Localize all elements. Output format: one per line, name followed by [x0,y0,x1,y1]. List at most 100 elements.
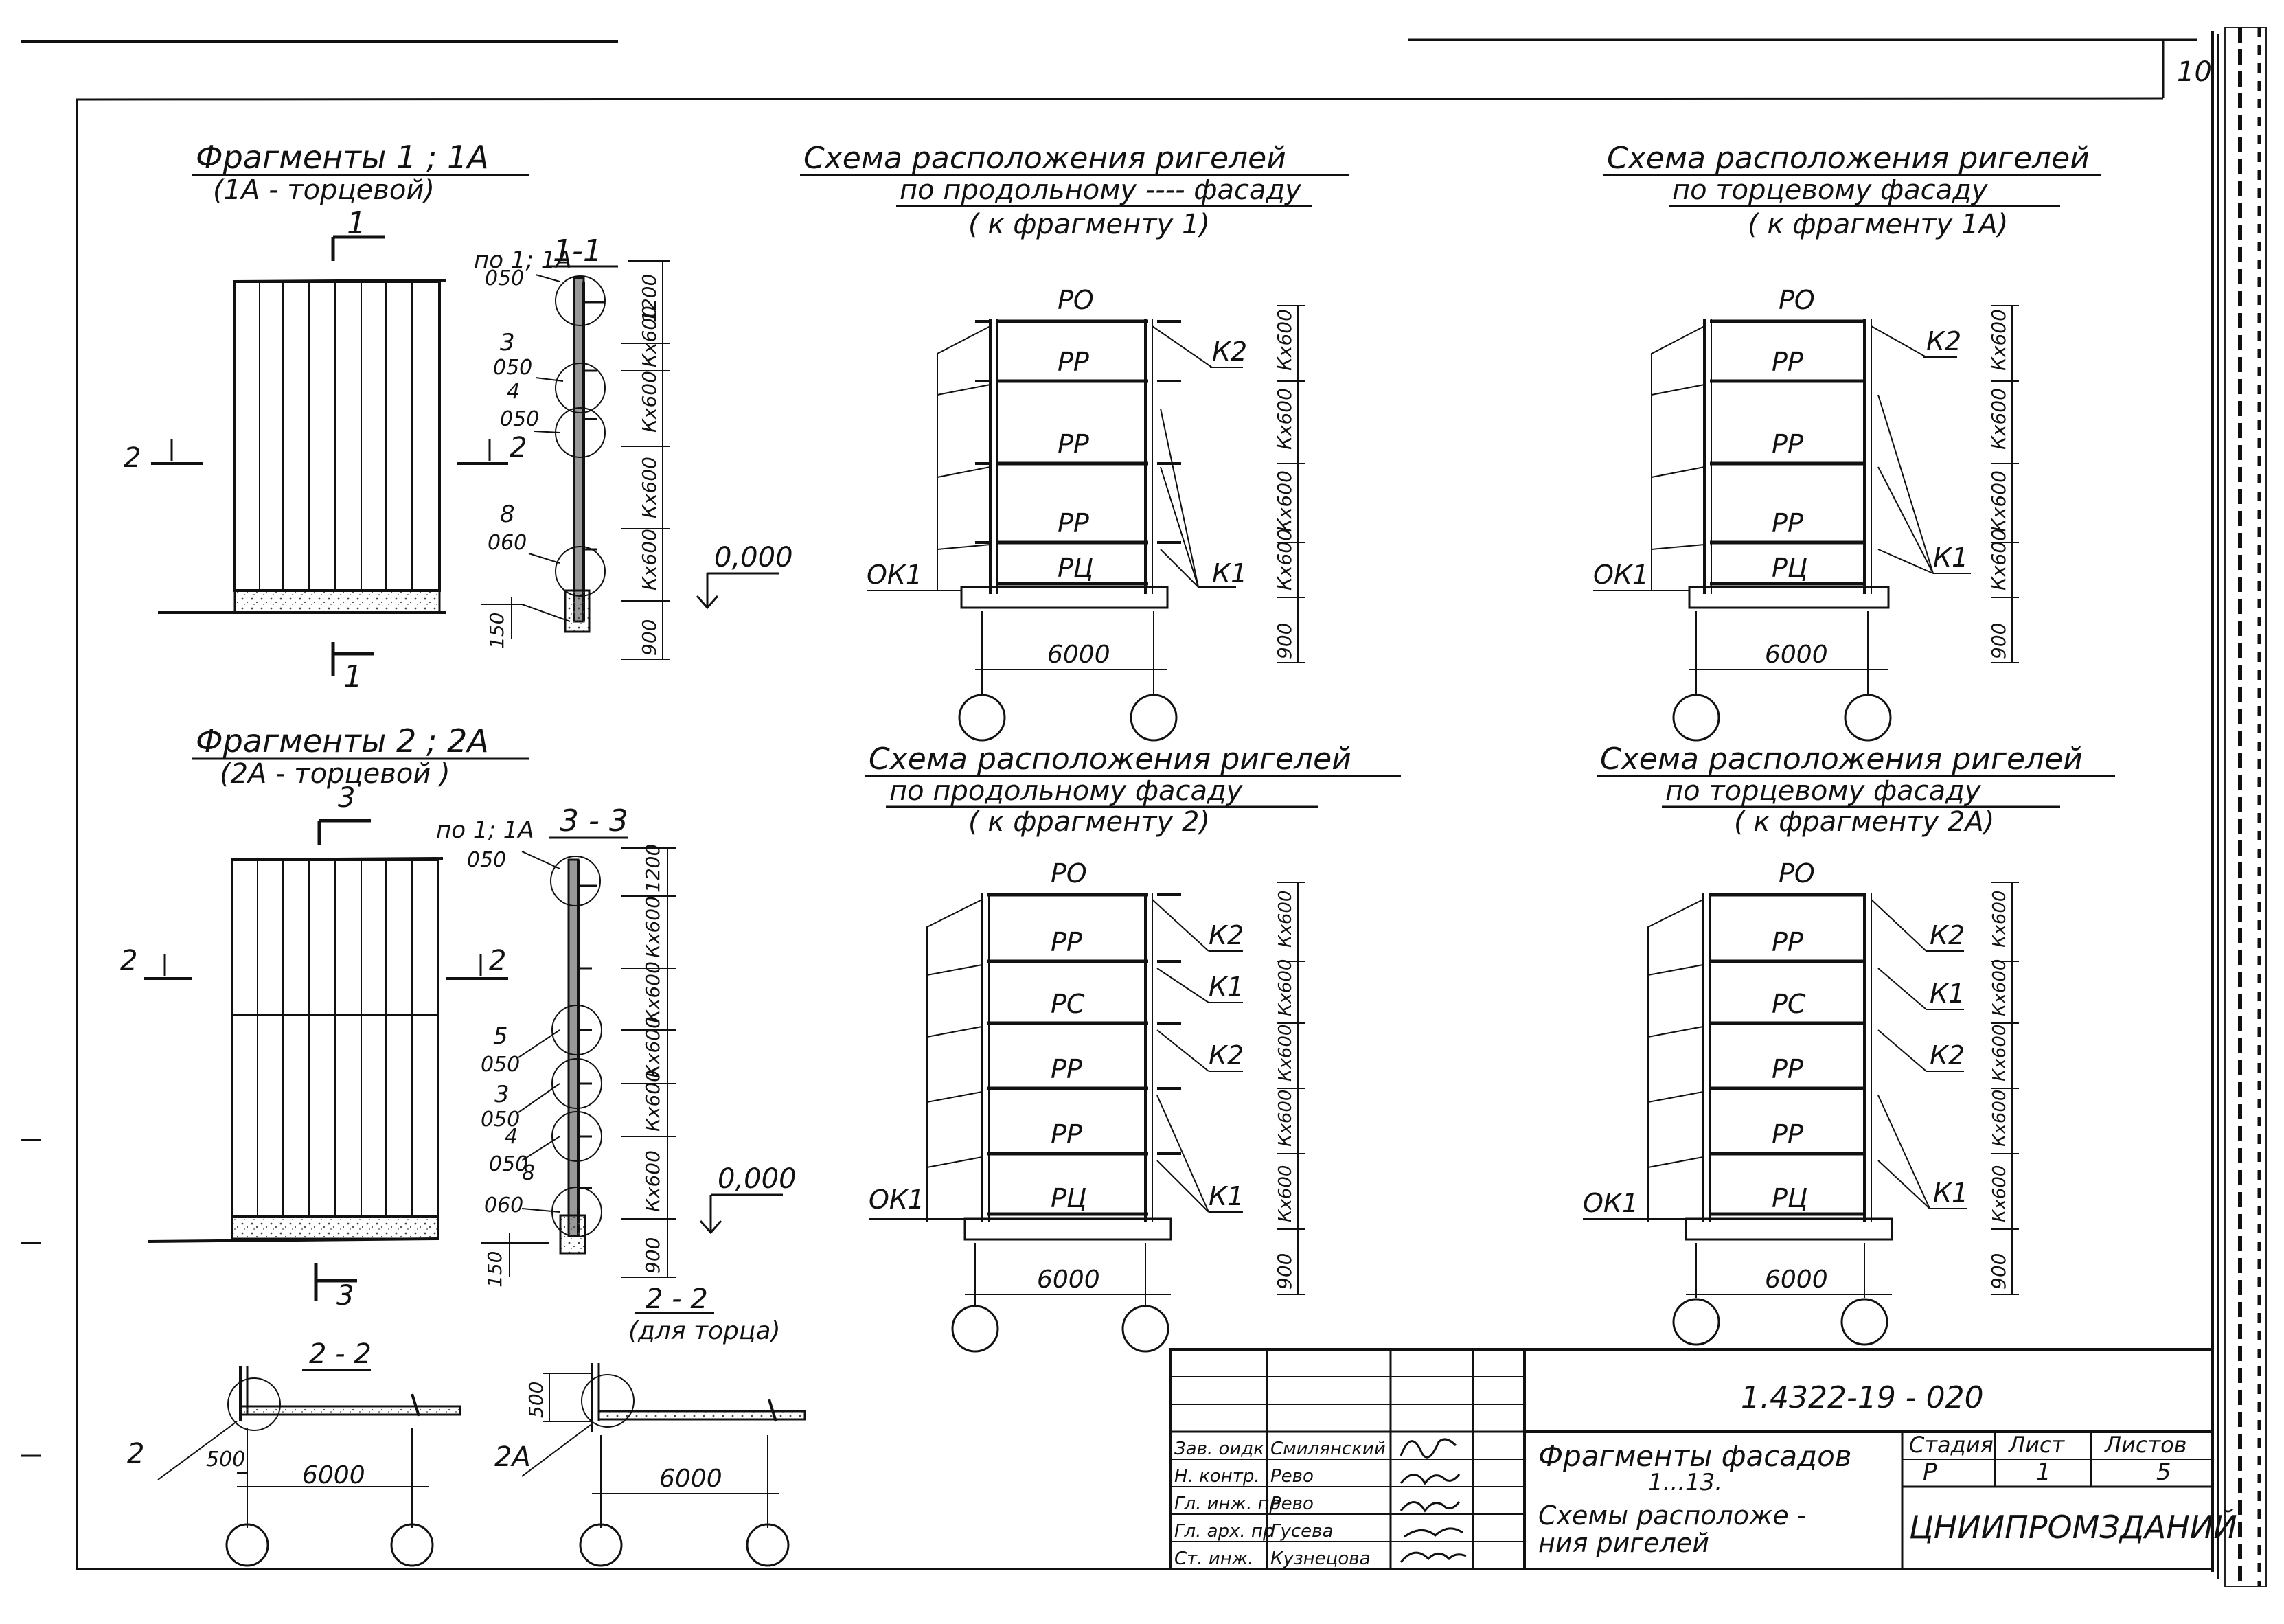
scheme2-row-3: РР [1772,508,1803,538]
scheme3-left-label: ОК1 [869,1185,924,1215]
detail1-span: 6000 [302,1461,365,1489]
scheme2-dim-1: Кх600 [1987,309,2010,371]
mark-8-label: 8 [500,501,515,528]
role-2: Н. контр. [1174,1466,1260,1487]
scheme1-row-3: РР [1058,508,1089,538]
scheme3-dim-1: Кх600 [1275,891,1296,948]
scheme4-k-2: К1 [1930,979,1965,1009]
level-0000: 0,000 [714,542,793,573]
mark-4-label: 4 [507,380,520,404]
scheme4-dim-2: Кх600 [1989,959,2010,1016]
scheme4-row-2: РС [1772,989,1806,1019]
mark-3-label-b: 3 [494,1081,510,1108]
cut-2-left-label: 2 [124,442,141,474]
dim-150-b: 150 [483,1251,506,1288]
section-1-1-title: 1-1 [553,233,602,268]
scheme2-span: 6000 [1765,641,1828,669]
level-0000-b: 0,000 [718,1163,797,1195]
scheme3-line3: ( к фрагменту 2) [968,806,1210,838]
dim-900-b: 900 [641,1237,664,1274]
sheet-label: Лист [2008,1432,2065,1458]
detail2-mark: 2А [494,1441,531,1473]
mark-8-label-b: 8 [522,1161,535,1185]
name-2: Рево [1270,1466,1314,1487]
scheme4-line2: по торцевому фасаду [1665,775,1982,807]
title-line-1: Фрагменты фасадов [1538,1439,1852,1473]
scheme1-line2: по продольному ---- фасаду [900,174,1302,206]
mark-3-code: 050 [493,356,532,380]
scheme2-title: Схема расположения ригелей [1607,141,2090,176]
scheme1-left-label: ОК1 [867,560,922,590]
dim-kx600-b1: Кх600 [641,896,664,958]
scheme3-row-5: РЦ [1051,1183,1086,1213]
scheme2-dim-base: 900 [1987,623,2010,659]
stage-label: Стадия [1909,1432,1994,1458]
role-1: Зав. оидк [1174,1439,1264,1459]
sheet-value: 1 [2036,1459,2051,1486]
cut-3-bottom-label: 3 [336,1280,354,1312]
mark-4-code: 050 [500,407,539,431]
scheme3-k-4: К1 [1209,1181,1244,1211]
scheme4-dim-5: Кх600 [1989,1165,2010,1222]
mark-3-label: 3 [500,329,515,356]
title-line-2: 1...13. [1648,1469,1722,1496]
scheme2-k-1: К2 [1926,326,1961,356]
scheme4-k-3: К2 [1930,1040,1965,1071]
detail-2-2: 2 - 2 2 500 6000 [127,1338,461,1567]
cut-1-bottom-label: 1 [343,659,363,694]
scheme3-line2: по продольному фасаду [889,775,1244,807]
scheme3-dim-5: Кх600 [1275,1165,1296,1222]
scheme-longitudinal-fragment-2: Схема расположения ригелей по продольном… [865,742,1401,1353]
scheme1-title: Схема расположения ригелей [803,141,1286,176]
sheets-value: 5 [2156,1459,2171,1486]
detail2-dim-small: 500 [525,1382,547,1418]
dim-1200-b: 1200 [641,844,664,893]
signature-1 [1400,1438,1457,1459]
signature-5 [1400,1551,1467,1563]
scheme3-title: Схема расположения ригелей [869,742,1351,777]
dim-kx600-2: Кх600 [638,371,661,433]
signature-3 [1400,1501,1461,1513]
scheme2-line2: по торцевому фасаду [1672,174,1989,206]
mark-4-code-b: 050 [489,1152,528,1176]
scheme1-span: 6000 [1047,641,1110,669]
scheme1-top-label: РО [1058,285,1094,315]
scheme3-k-1: К2 [1209,920,1244,950]
scheme1-k-2: К1 [1212,558,1247,588]
detail2-subtitle: (для торца) [628,1317,781,1345]
scheme4-title: Схема расположения ригелей [1600,742,2083,777]
scheme4-row-1: РР [1772,927,1803,957]
dim-kx600-b4: Кх600 [641,1070,664,1132]
scheme2-row-1: РР [1772,347,1803,377]
name-1: Смилянский [1270,1439,1386,1459]
scheme4-dim-3: Кх600 [1989,1025,2010,1082]
scheme3-dim-2: Кх600 [1275,959,1296,1016]
scheme2-row-2: РР [1772,429,1803,459]
scheme4-dim-base: 900 [1987,1253,2010,1290]
role-5: Ст. инж. [1174,1548,1253,1569]
scheme4-row-3: РР [1772,1054,1803,1084]
dim-kx600-1: Кх600 [638,306,661,367]
name-4: Гусева [1270,1521,1333,1542]
mark-4-label-b: 4 [505,1125,518,1149]
document-code: 1.4322-19 - 020 [1741,1380,1984,1415]
detail1-title: 2 - 2 [309,1338,372,1370]
name-5: Кузнецова [1270,1548,1371,1569]
scheme4-line3: ( к фрагменту 2А) [1734,806,1994,838]
scheme-end-fragment-1a: Схема расположения ригелей по торцевому … [1593,141,2101,742]
mark-5-label: 5 [493,1022,508,1050]
scheme2-dim-4: Кх600 [1987,529,2010,591]
stage-value: Р [1923,1459,1937,1486]
section-1-1: 1-1 по 1; 1А 050 3 050 4 050 8 060 [474,233,793,660]
detail1-dim-small: 500 [206,1448,245,1472]
scheme4-top-label: РО [1779,858,1815,889]
scheme2-dim-2: Кх600 [1987,388,2010,450]
section-3-3-ref: по 1; 1А [436,816,534,844]
role-4: Гл. арх. пр [1174,1521,1275,1542]
fragment-1-elevation: Фрагменты 1 ; 1А (1А - торцевой) 1 2 2 1 [124,139,529,694]
scheme1-dim-2: Кх600 [1273,388,1296,450]
fragment1-subtitle: (1А - торцевой) [213,174,435,206]
scheme3-dim-4: Кх600 [1275,1090,1296,1147]
scheme1-k-1: К2 [1212,336,1247,367]
